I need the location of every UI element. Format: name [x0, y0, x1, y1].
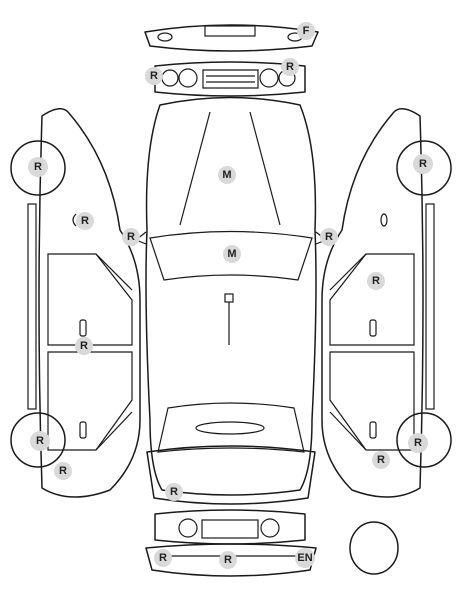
- marker-label: R: [36, 435, 44, 447]
- marker-right-rear-wheel[interactable]: R: [408, 433, 428, 453]
- marker-left-mirror[interactable]: R: [122, 228, 140, 246]
- marker-label: R: [80, 340, 88, 352]
- marker-right-rear-lower[interactable]: R: [372, 451, 390, 469]
- marker-label: R: [127, 231, 135, 243]
- right-side-view: [321, 108, 452, 498]
- marker-label: R: [34, 161, 42, 173]
- marker-left-rear-lower[interactable]: R: [54, 462, 72, 480]
- marker-label: R: [325, 231, 333, 243]
- marker-windshield[interactable]: M: [223, 245, 241, 263]
- marker-headlight-left[interactable]: R: [145, 67, 163, 85]
- marker-right-mirror[interactable]: R: [320, 228, 338, 246]
- marker-left-sill[interactable]: R: [75, 337, 93, 355]
- marker-label: R: [159, 552, 167, 564]
- marker-front-bumper[interactable]: F: [297, 22, 315, 40]
- front-fascia: [154, 61, 306, 97]
- marker-headlight-right[interactable]: R: [281, 58, 299, 76]
- marker-left-rear-wheel[interactable]: R: [30, 431, 50, 451]
- marker-label: R: [150, 70, 158, 82]
- left-side-view: [10, 108, 141, 498]
- marker-label: EN: [297, 552, 312, 564]
- marker-rear-bumper-right[interactable]: EN: [295, 548, 315, 568]
- marker-label: R: [377, 454, 385, 466]
- marker-label: M: [222, 169, 231, 181]
- marker-rear-bumper-center[interactable]: R: [219, 551, 237, 569]
- marker-right-front-wheel[interactable]: R: [413, 154, 433, 174]
- marker-left-mirror-area[interactable]: R: [76, 212, 94, 230]
- marker-right-front-door[interactable]: R: [367, 272, 385, 290]
- top-view-body: [134, 96, 328, 505]
- marker-trunk[interactable]: R: [165, 483, 183, 501]
- marker-label: R: [224, 554, 232, 566]
- rear-fascia: [154, 509, 306, 545]
- marker-label: R: [414, 437, 422, 449]
- marker-label: R: [419, 158, 427, 170]
- marker-label: F: [303, 25, 310, 37]
- front-bumper: [144, 24, 319, 52]
- marker-hood[interactable]: M: [218, 166, 236, 184]
- marker-label: R: [81, 215, 89, 227]
- marker-label: R: [59, 465, 67, 477]
- marker-label: M: [227, 248, 236, 260]
- marker-label: R: [286, 61, 294, 73]
- marker-rear-bumper-left[interactable]: R: [154, 549, 172, 567]
- marker-label: R: [372, 275, 380, 287]
- marker-left-front-wheel[interactable]: R: [28, 157, 48, 177]
- reference-circle: [349, 521, 399, 575]
- marker-label: R: [170, 486, 178, 498]
